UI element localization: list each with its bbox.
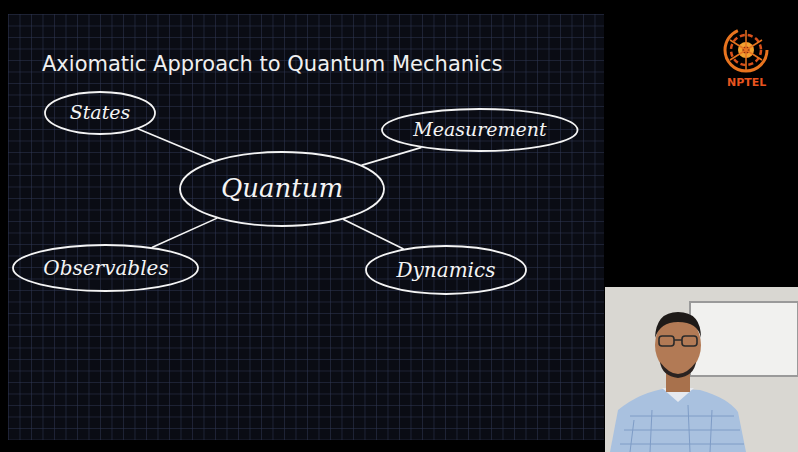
ellipse-outline-shape	[366, 246, 526, 294]
ellipse-outline-shape	[13, 245, 198, 291]
node-text-group: Measurement	[413, 119, 546, 141]
ellipse-node: Observables	[12, 244, 199, 292]
node-text-group: Quantum	[221, 174, 343, 204]
ellipse-node: Quantum	[179, 151, 385, 227]
ellipse-outline-shape	[180, 152, 384, 226]
logo-label: NPTEL	[727, 76, 766, 89]
webcam-inset	[605, 287, 798, 452]
ellipse-outline-shape	[382, 109, 578, 151]
ellipse-node: States	[44, 91, 156, 135]
ellipse-node: Measurement	[381, 108, 579, 152]
connector-line	[152, 218, 216, 247]
node-text-group: States	[70, 102, 131, 124]
connector-line	[344, 219, 403, 248]
node-label: Observables	[43, 257, 168, 280]
connector-line	[362, 148, 421, 166]
ellipse-node: Dynamics	[365, 245, 527, 295]
connector-line	[138, 129, 213, 160]
node-label: Quantum	[221, 174, 343, 204]
slide-title: Axiomatic Approach to Quantum Mechanics	[42, 52, 502, 76]
node-text-group: Dynamics	[397, 259, 496, 282]
ellipse-outline-shape	[45, 92, 155, 134]
grid-board	[8, 14, 604, 440]
node-text-group: Observables	[43, 257, 168, 280]
node-label: States	[70, 102, 131, 124]
node-label: Measurement	[413, 119, 546, 141]
node-label: Dynamics	[397, 259, 496, 282]
nptel-logo	[725, 29, 767, 71]
